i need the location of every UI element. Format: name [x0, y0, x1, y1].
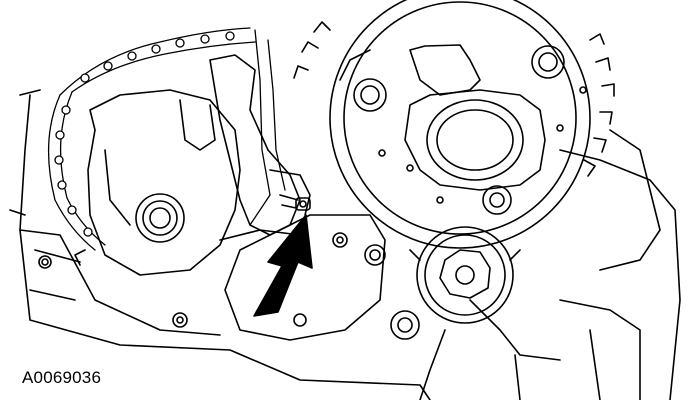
- timing-chain: [47, 27, 286, 251]
- crank-sprocket-housing: [74, 89, 241, 276]
- engine-housing: [9, 89, 681, 400]
- camshaft-sprocket: [293, 0, 615, 249]
- pointer-arrow-icon: [253, 214, 313, 317]
- chain-tensioner: [209, 54, 311, 236]
- idler-pulley: [390, 226, 521, 340]
- figure-code: A0069036: [22, 368, 102, 387]
